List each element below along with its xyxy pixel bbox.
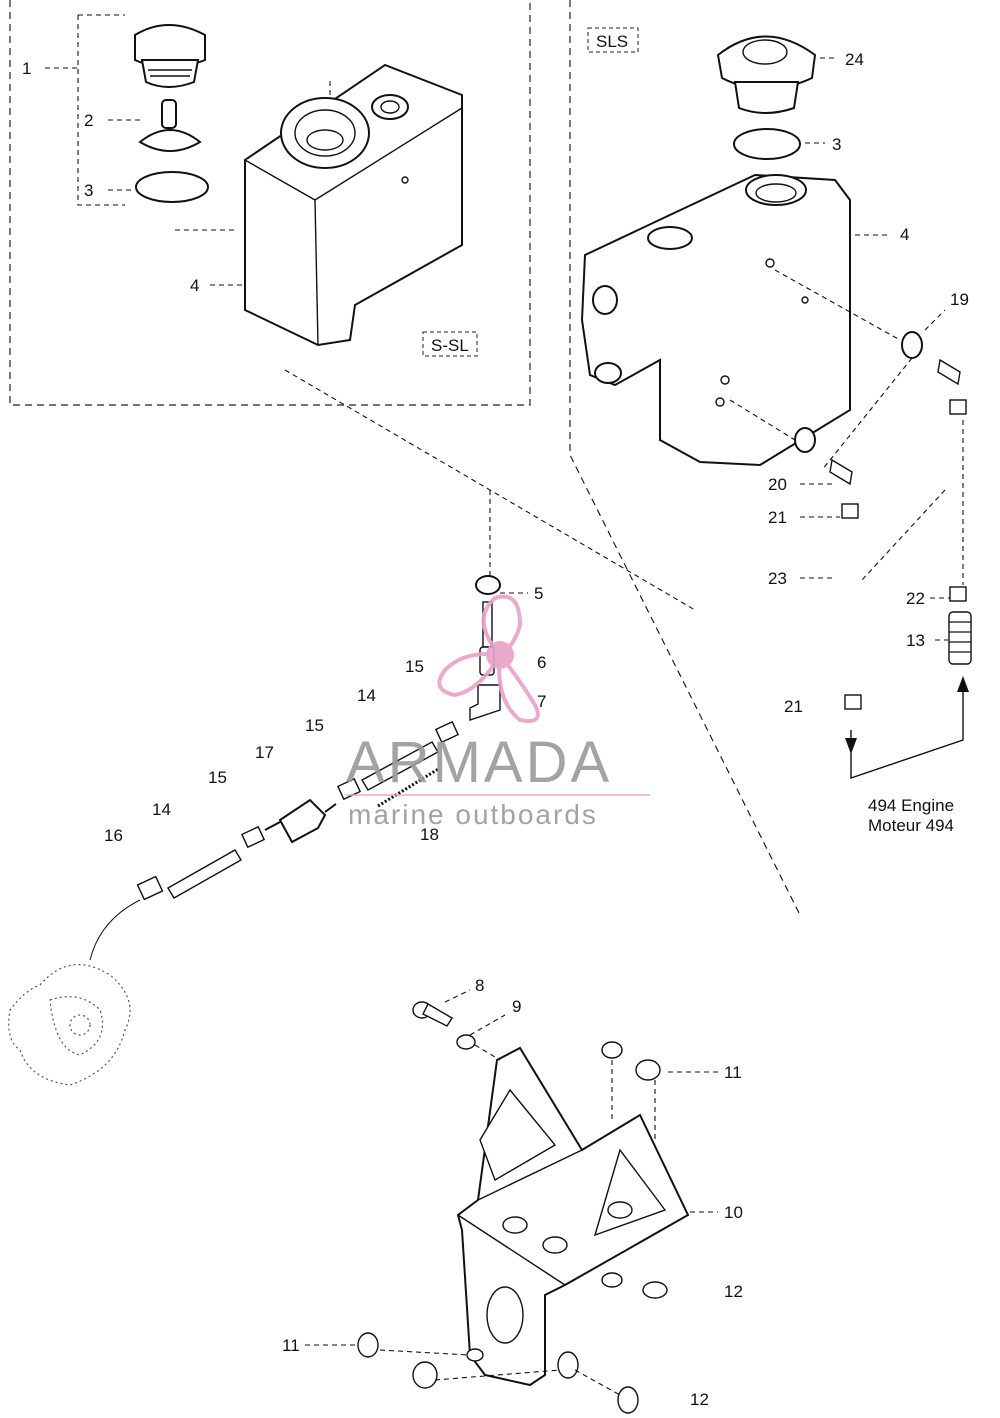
callout-16: 16	[104, 826, 123, 845]
clamp-upper-part	[949, 399, 967, 415]
callout-11-bottom: 11	[282, 1336, 300, 1355]
callout-14-top: 14	[357, 686, 376, 705]
o-ring-part	[135, 171, 209, 203]
callout-24: 24	[845, 50, 864, 69]
callout-3-sls: 3	[832, 135, 841, 154]
callout-17: 17	[255, 743, 274, 762]
s-sl-group: S-SL	[9, 0, 531, 406]
callout-21-lower: 21	[784, 697, 803, 716]
callout-20: 20	[768, 475, 787, 494]
callout-11-top: 11	[724, 1063, 742, 1082]
callout-2: 2	[84, 111, 93, 130]
nut-11c-part	[357, 1332, 379, 1358]
callout-12-bottom: 12	[690, 1390, 709, 1409]
washer-12d-part	[617, 1386, 639, 1414]
nut-11d-part	[412, 1361, 438, 1389]
callout-18: 18	[420, 825, 439, 844]
s-sl-label: S-SL	[431, 336, 469, 355]
sls-group: SLS	[569, 0, 801, 916]
oil-tank-right-part	[580, 173, 851, 467]
oil-line-assembly: 5 6 7 15 14 15 17 15 14 16 18	[8, 369, 696, 1086]
hose-14a-part	[361, 741, 439, 791]
callout-13: 13	[906, 631, 925, 650]
callout-19: 19	[950, 290, 969, 309]
grommet-19-part	[901, 331, 923, 359]
right-tank-assembly: 24 3 4 19 20 21 23 22 13 21 494 Engine M…	[580, 35, 972, 835]
callout-9: 9	[512, 997, 521, 1016]
left-tank-assembly: 1 2 3 4	[22, 14, 463, 347]
engine-outline	[8, 964, 131, 1086]
spring-18-part	[377, 766, 441, 808]
propeller-icon	[437, 594, 540, 723]
callout-4-sls: 4	[900, 225, 909, 244]
filter-17-part	[264, 798, 337, 844]
clamp-15a-part	[434, 720, 460, 744]
callout-23: 23	[768, 569, 787, 588]
callout-7: 7	[537, 692, 546, 711]
clamp-21a-part	[841, 503, 859, 519]
o-ring-sls-part	[733, 128, 801, 160]
callout-15-top: 15	[405, 657, 424, 676]
engine-note-line1: 494 Engine	[868, 796, 954, 815]
grommet-20-part	[794, 427, 816, 453]
grommet-5-part	[475, 575, 501, 595]
nut-11a-part	[601, 1041, 623, 1059]
callout-12-top: 12	[724, 1282, 743, 1301]
strainer-part	[138, 99, 202, 152]
screw-8-part	[412, 1001, 453, 1027]
hose-14b-part	[167, 849, 242, 899]
filler-cap-part	[134, 24, 206, 88]
clamp-22-part	[949, 586, 967, 602]
clamp-15c-part	[240, 825, 266, 849]
engine-note-line2: Moteur 494	[868, 816, 954, 835]
watermark-brand: ARMADA	[346, 730, 612, 795]
arrow-down-icon	[845, 738, 857, 754]
washer-12c-part	[557, 1351, 579, 1379]
nut-11b-part	[635, 1059, 661, 1081]
clamp-21b-part	[844, 694, 862, 710]
callout-4: 4	[190, 276, 199, 295]
callout-1: 1	[22, 59, 31, 78]
callout-14-low: 14	[152, 800, 171, 819]
washer-12b-part	[642, 1281, 668, 1299]
callout-21-upper: 21	[768, 508, 787, 527]
arrow-up-icon	[957, 676, 969, 692]
clamp-16-part	[136, 875, 164, 901]
callout-8: 8	[475, 976, 484, 995]
watermark-tagline: marine outboards	[348, 799, 598, 830]
elbow-fitting-20-part	[829, 458, 853, 486]
callout-15-mid: 15	[305, 716, 324, 735]
oil-tank-left-part	[244, 63, 463, 347]
mounting-bracket-part	[456, 1046, 690, 1387]
callout-5: 5	[534, 584, 543, 603]
washer-12a-part	[601, 1272, 623, 1288]
spring-13-part	[948, 611, 972, 665]
callout-6: 6	[537, 653, 546, 672]
bracket-assembly: 8 9 11 10 12 11 12	[282, 976, 743, 1414]
callout-3: 3	[84, 181, 93, 200]
armada-watermark: ARMADA marine outboards	[346, 594, 650, 830]
fitting-7-part	[469, 684, 501, 721]
filler-cap-sls-part	[716, 35, 817, 114]
washer-9-part	[456, 1034, 476, 1050]
callout-22: 22	[906, 589, 925, 608]
callout-10: 10	[724, 1203, 743, 1222]
callout-15-low: 15	[208, 768, 227, 787]
sls-label: SLS	[596, 32, 628, 51]
elbow-fitting-part	[937, 358, 961, 386]
